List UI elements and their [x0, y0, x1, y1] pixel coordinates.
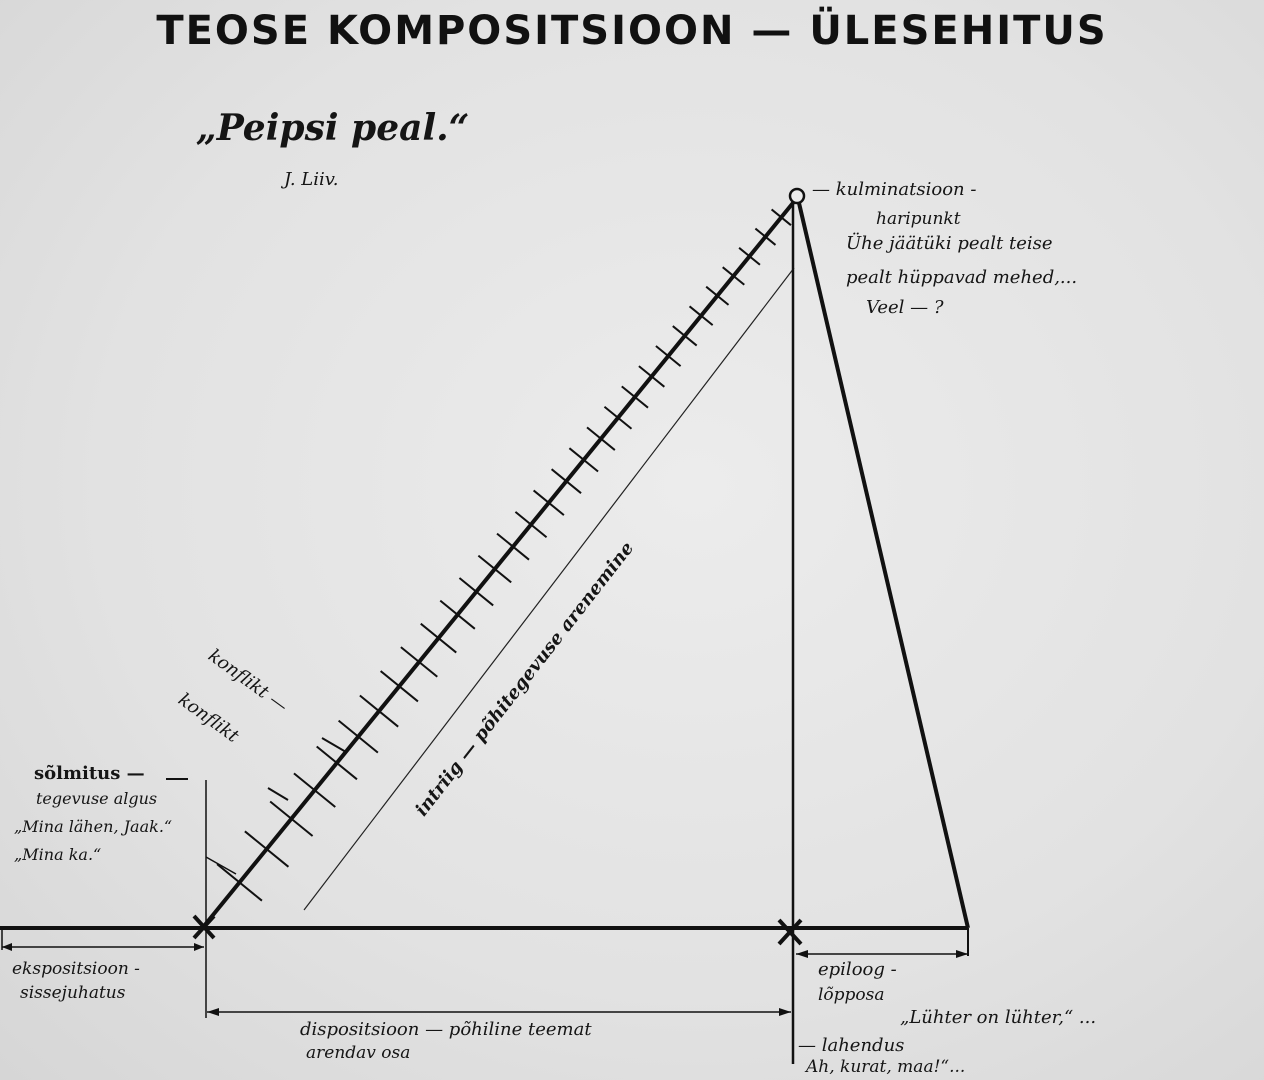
knot-quote-line1: „Mina lähen, Jaak.“ [14, 817, 173, 836]
disposition-line1: dispositsioon — põhiline teemat [300, 1019, 592, 1040]
rising-action-line [202, 196, 799, 928]
rising-tick [672, 325, 698, 347]
page-title: TEOSE KOMPOSITSIOON — ÜLESEHITUS [156, 8, 1108, 54]
epilogue-line1: epiloog - [818, 959, 897, 980]
rising-tick [269, 800, 314, 837]
rising-tick [316, 745, 358, 781]
knot-label: sõlmitus — [34, 763, 145, 784]
rising-tick [770, 208, 792, 226]
rising-tick [458, 577, 494, 607]
exposition-line2: sissejuhatus [20, 983, 126, 1003]
rising-tick [621, 385, 649, 409]
rising-tick [738, 247, 761, 266]
exposition-line1: ekspositsioon - [12, 959, 140, 979]
rising-tick [514, 511, 548, 539]
rising-tick [550, 468, 582, 494]
climax-marker [788, 187, 806, 205]
knot-sublabel: tegevuse algus [36, 789, 158, 808]
disposition-line2: arendav osa [306, 1043, 411, 1063]
rising-tick [420, 622, 457, 654]
rising-tick [722, 266, 745, 286]
rising-tick [477, 554, 512, 584]
resolution-quote: Ah, kurat, maa!“... [806, 1057, 966, 1077]
falling-action-line [797, 202, 970, 929]
rising-guide-line [303, 267, 795, 911]
work-author: J. Liiv. [284, 169, 339, 190]
climax-quote-line2: pealt hüppavad mehed,... [846, 267, 1078, 288]
rising-tick [655, 345, 682, 367]
rising-tick [337, 719, 379, 754]
rising-tick [496, 532, 530, 561]
rising-tick [638, 365, 665, 388]
rising-tick [379, 670, 419, 703]
rising-tick [754, 227, 777, 246]
epilogue-quote: „Lühter on lühter,“ ... [900, 1007, 1097, 1028]
rising-tick [603, 405, 633, 430]
rising-tick [439, 599, 476, 630]
rising-tick [705, 285, 730, 306]
rising-action-ticks [216, 208, 792, 902]
climax-label: — kulminatsioon - [812, 179, 977, 200]
rising-tick [586, 426, 616, 451]
climax-quote-line3: Veel — ? [866, 297, 944, 318]
rising-tick [293, 772, 336, 808]
rising-tick [568, 447, 599, 473]
resolution-label: — lahendus [798, 1035, 905, 1056]
knot-marker [192, 914, 216, 940]
climax-sublabel: haripunkt [876, 209, 961, 229]
rising-tick [359, 694, 399, 728]
rising-tick [532, 489, 565, 516]
rising-tick [400, 646, 438, 678]
rising-tick [216, 863, 263, 902]
work-title: „Peipsi peal.“ [196, 107, 470, 149]
rising-tick [688, 305, 714, 326]
rising-tick [244, 830, 290, 868]
epilogue-line2: lõpposa [818, 985, 885, 1005]
resolution-marker [777, 918, 803, 946]
climax-quote-line1: Ühe jäätüki pealt teise [846, 233, 1053, 254]
knot-quote-line2: „Mina ka.“ [14, 845, 102, 864]
